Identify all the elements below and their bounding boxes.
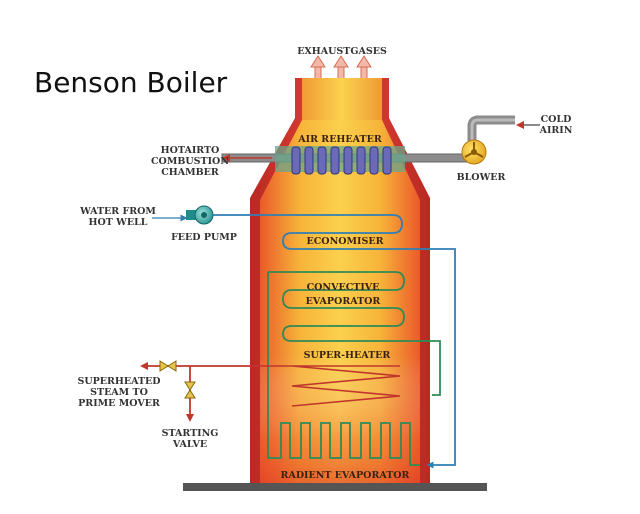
air-reheater-tubes [291, 146, 392, 175]
superheated-steam-label-line1: SUPERHEATED [77, 376, 160, 387]
starting-valve-icon [184, 381, 196, 399]
convective-label-line2: EVAPORATOR [306, 296, 381, 307]
cold-air-label-line2: AIRIN [539, 125, 573, 136]
superheated-steam-label-line2: STEAM TO [90, 387, 148, 398]
chimney-top [302, 78, 382, 120]
feed-pump-label: FEED PUMP [171, 232, 237, 243]
exhaust-gases-label: EXHAUSTGASES [297, 46, 387, 57]
radiant-evaporator-label: RADIENT EVAPORATOR [281, 470, 410, 481]
water-source-label-line1: WATER FROM [79, 206, 156, 217]
air-reheater-label: AIR REHEATER [297, 134, 382, 145]
starting-valve-label-line1: STARTING [162, 428, 219, 439]
hot-air-label-line2: COMBUSTION [151, 156, 229, 167]
superheated-steam-label-line3: PRIME MOVER [78, 398, 160, 409]
outlet-valve-icon [159, 360, 177, 372]
page-title: Benson Boiler [34, 66, 228, 99]
cold-air-label-line1: COLD [541, 114, 572, 125]
boiler-base [183, 483, 487, 491]
radiant-evaporator-coil [267, 272, 420, 466]
hot-air-label-line1: HOTAIRTO [161, 145, 220, 156]
economiser-coil [213, 214, 456, 469]
convective-label-line1: CONVECTIVE [307, 282, 380, 293]
blower-icon [461, 139, 487, 165]
starting-valve-label-line2: VALVE [172, 439, 207, 450]
hot-air-label-line3: CHAMBER [161, 167, 219, 178]
feed-pump-icon [186, 205, 214, 225]
blower-label: BLOWER [457, 172, 506, 183]
cold-air-pipe-edge [470, 118, 515, 148]
super-heater-label: SUPER-HEATER [304, 350, 391, 361]
super-heater-coil [261, 365, 401, 407]
economiser-label: ECONOMISER [307, 236, 384, 247]
exhaust-arrow-left [310, 55, 326, 83]
water-source-label-line2: HOT WELL [89, 217, 148, 228]
convective-evaporator-coil [268, 271, 441, 396]
